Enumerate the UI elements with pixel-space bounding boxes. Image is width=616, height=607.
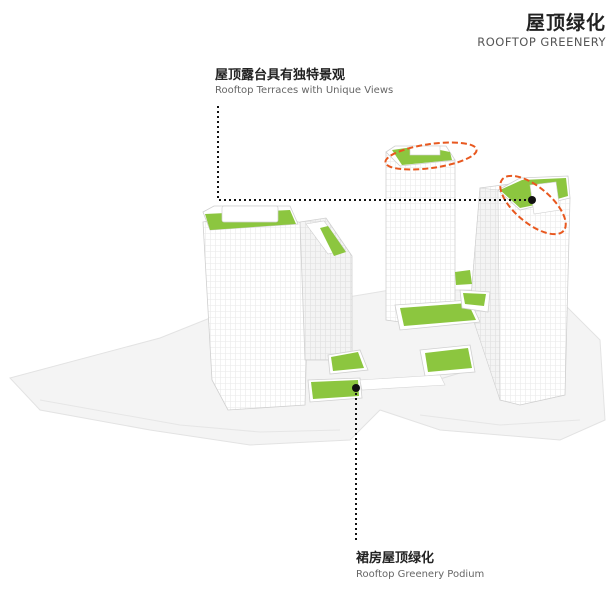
callout-rooftop-label-en: Rooftop Terraces with Unique Views (215, 85, 394, 96)
tower-rear (385, 145, 456, 323)
podium-greenery-annex (331, 352, 364, 371)
leader-line-rooftop (217, 106, 532, 201)
podium-greenery-middle (400, 303, 476, 326)
podium-greenery-small (463, 293, 486, 306)
podium-middle (394, 270, 491, 377)
podium-greenery-lower (425, 348, 472, 372)
leader-dot-podium (352, 384, 360, 392)
tower-left-annex (299, 217, 353, 361)
title-english: ROOFTOP GREENERY (477, 35, 606, 49)
podium-greenery-left (311, 380, 359, 399)
podium-left (307, 349, 446, 403)
callout-podium-label-en: Rooftop Greenery Podium (356, 569, 485, 580)
callout-rooftop-label-cn: 屋顶露台具有独特景观 (215, 68, 346, 83)
title-chinese: 屋顶绿化 (525, 12, 606, 34)
callout-podium-label-cn: 裙房屋顶绿化 (356, 551, 435, 566)
highlight-rear-roof (384, 141, 478, 171)
tower-left (202, 205, 311, 411)
leader-dot-rooftop (528, 196, 536, 204)
roof-greenery-annex (320, 226, 346, 256)
highlight-right-roof (499, 174, 567, 236)
